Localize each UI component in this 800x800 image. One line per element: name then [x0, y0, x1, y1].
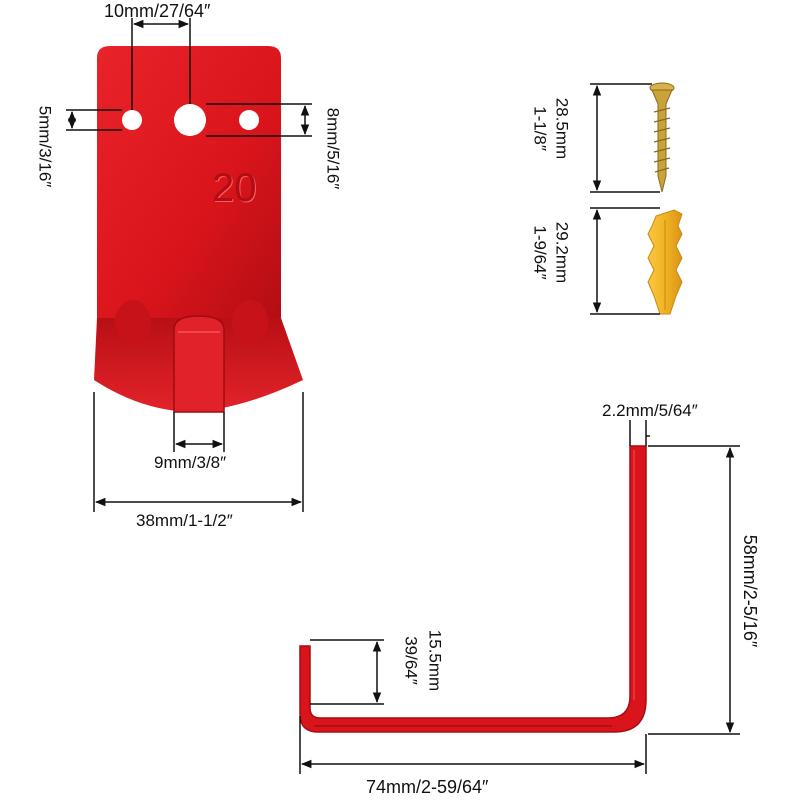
small-hole-right	[239, 110, 259, 130]
height-label: 58mm/2-5/16″	[740, 534, 760, 648]
front-dimensions	[66, 18, 312, 512]
lip-width-label: 9mm/3/8″	[154, 453, 227, 472]
embossed-number: 20	[212, 166, 257, 210]
total-width-label: 38mm/1-1/2″	[136, 511, 233, 530]
small-hole-label: 5mm/3/16″	[35, 105, 55, 188]
small-hole-left	[122, 110, 142, 130]
side-bracket	[299, 445, 647, 733]
thickness-label: 2.2mm/5/64″	[602, 401, 698, 420]
screw-length-in-label: 1-1/8″	[530, 106, 550, 151]
screw-length-mm-label: 28.5mm	[552, 97, 572, 160]
side-profile	[299, 445, 647, 733]
bump-left	[115, 300, 151, 344]
front-bracket	[94, 46, 303, 413]
anchor-length-mm-label: 29.2mm	[552, 221, 572, 284]
large-hole	[174, 104, 206, 136]
large-hole-label: 8mm/5/16″	[323, 107, 343, 190]
bump-right	[232, 300, 268, 344]
hardware-dimensions	[590, 83, 660, 315]
side-dimensions	[299, 420, 740, 774]
anchor-length-in-label: 1-9/64″	[530, 225, 550, 280]
center-lip	[173, 315, 225, 413]
screw	[649, 82, 675, 193]
depth-label: 74mm/2-59/64″	[366, 777, 489, 797]
hole-spacing-label: 10mm/27/64″	[104, 1, 211, 21]
lip-height-mm-label: 15.5mm	[425, 629, 445, 692]
front-back-plate	[97, 46, 281, 318]
wall-anchor	[647, 209, 683, 315]
lip-height-in-label: 39/64″	[401, 636, 421, 685]
